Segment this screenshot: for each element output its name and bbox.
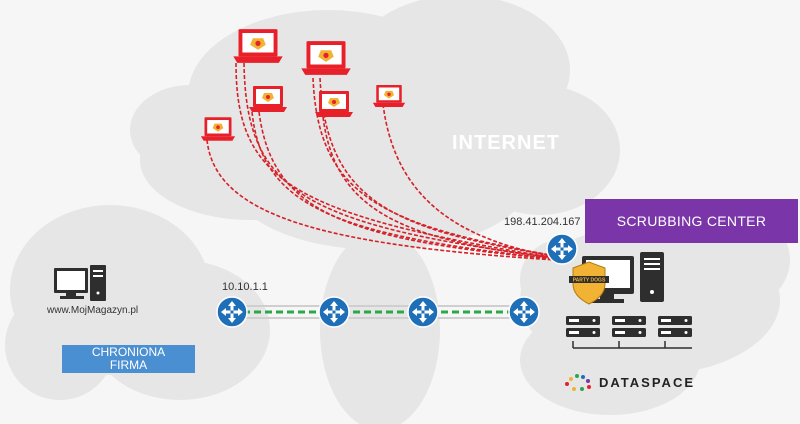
router-icon <box>407 296 439 328</box>
attacker-laptop-icon <box>301 41 351 75</box>
attacker-laptop-icon <box>315 91 353 117</box>
attacker-laptop-icon <box>200 117 236 141</box>
scrubbing-center-text: SCRUBBING CENTER <box>616 213 767 229</box>
dataspace-logo-icon <box>565 374 591 391</box>
router-icon <box>508 296 540 328</box>
router-ip-label: 10.10.1.1 <box>222 281 268 293</box>
scrubbing-center-label: SCRUBBING CENTER <box>585 199 798 243</box>
attacker-laptop-icon <box>249 86 287 112</box>
site-domain-label: www.MojMagazyn.pl <box>47 305 139 316</box>
dataspace-brand: DATASPACE <box>563 372 695 392</box>
attacker-laptop-icon <box>372 84 406 108</box>
protected-company-line1: CHRONIONA <box>91 345 166 359</box>
scrubbing-ip-label: 198.41.204.167 <box>504 216 581 228</box>
clean-traffic-link <box>230 305 525 319</box>
desktop-computer-icon <box>54 265 106 301</box>
attack-traffic-lines <box>206 62 557 261</box>
shield-icon: PARTY DOGS <box>569 261 609 305</box>
server-rack-icon <box>566 316 692 349</box>
router-icon <box>546 233 578 265</box>
internet-label: INTERNET <box>452 132 560 154</box>
protected-company-line2: FIRMA <box>109 358 148 372</box>
internet-cloud <box>130 0 620 250</box>
middle-cloud <box>320 230 440 424</box>
dataspace-brand-text: DATASPACE <box>599 374 695 390</box>
router-icon <box>216 296 248 328</box>
protected-company-label: CHRONIONA FIRMA <box>62 345 195 373</box>
router-icon <box>318 296 350 328</box>
attacker-laptop-icon <box>233 29 283 63</box>
shield-badge-text: PARTY DOGS <box>573 278 606 284</box>
